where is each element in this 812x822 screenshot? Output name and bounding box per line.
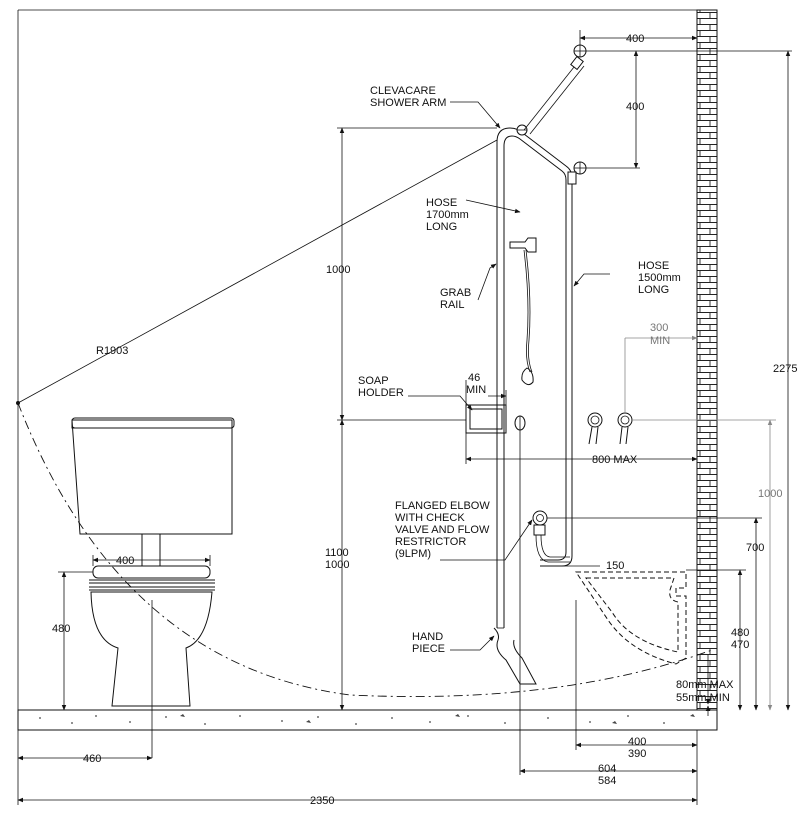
dim-2350: 2350 xyxy=(310,795,334,807)
soap-holder xyxy=(465,404,507,434)
dim-300-min: MIN xyxy=(650,335,670,347)
dim-1000-low: 1000 xyxy=(325,559,349,571)
label-grab-1: GRAB xyxy=(440,287,471,299)
dim-390-bottom: 390 xyxy=(628,748,646,760)
toilet xyxy=(71,417,235,758)
dim-300: 300 xyxy=(650,322,668,334)
dim-46-min: MIN xyxy=(466,384,486,396)
label-soap-2: HOLDER xyxy=(358,387,404,399)
dim-80mm-max: 80mm MAX xyxy=(676,679,734,691)
dim-2275: 2275 xyxy=(773,363,797,375)
dim-400-bottom: 400 xyxy=(628,736,646,748)
dim-55mm-min: 55mm MIN xyxy=(676,692,730,704)
dimension-texts: 400 400 2275 1000 46 MIN 300 MIN 800 MAX… xyxy=(52,33,797,807)
room-frame xyxy=(17,9,697,710)
dim-1000-rail: 1000 xyxy=(326,264,350,276)
dim-584: 584 xyxy=(598,775,616,787)
label-hose2-1: HOSE xyxy=(638,260,669,272)
dim-800-max: 800 MAX xyxy=(592,454,638,466)
dim-1000-grey: 1000 xyxy=(758,488,782,500)
shower-arm xyxy=(523,44,587,185)
label-hose2-3: LONG xyxy=(638,284,669,296)
dim-400-vertical: 400 xyxy=(626,101,644,113)
dim-400-top: 400 xyxy=(626,33,644,45)
label-grab-2: RAIL xyxy=(440,299,464,311)
dim-700: 700 xyxy=(746,542,764,554)
brick-wall xyxy=(696,9,718,711)
dim-470-basin: 470 xyxy=(731,639,749,651)
wash-basin xyxy=(575,571,687,665)
floor-slab xyxy=(17,709,718,731)
dim-46: 46 xyxy=(468,372,480,384)
dim-400-cistern: 400 xyxy=(116,555,134,567)
label-hand-2: PIECE xyxy=(412,643,445,655)
grab-rail xyxy=(496,124,573,629)
label-hose1-1: HOSE xyxy=(426,197,457,209)
dim-604: 604 xyxy=(598,763,616,775)
label-elbow-2: WITH CHECK xyxy=(395,512,465,524)
label-elbow-5: (9LPM) xyxy=(395,548,431,560)
label-elbow-4: RESTRICTOR xyxy=(395,536,466,548)
flanged-elbow xyxy=(532,510,570,563)
label-hose1-2: 1700mm xyxy=(426,209,469,221)
label-shower-arm-1: CLEVACARE xyxy=(370,85,436,97)
label-radius: R1903 xyxy=(96,345,128,357)
label-elbow-3: VALVE AND FLOW xyxy=(395,524,490,536)
dim-480-wc: 480 xyxy=(52,623,70,635)
label-hose1-3: LONG xyxy=(426,221,457,233)
hand-piece xyxy=(493,627,537,685)
callout-labels: CLEVACARE SHOWER ARM HOSE 1700mm LONG HO… xyxy=(96,85,681,655)
dim-1100: 1100 xyxy=(325,547,349,559)
dim-150: 150 xyxy=(606,560,624,572)
label-hand-1: HAND xyxy=(412,631,443,643)
leader-lines xyxy=(408,101,610,651)
label-elbow-1: FLANGED ELBOW xyxy=(395,500,490,512)
label-soap-1: SOAP xyxy=(358,375,389,387)
dimension-lines xyxy=(17,30,792,805)
tap-mixers xyxy=(587,412,633,445)
shower-hose xyxy=(509,237,537,431)
dim-480-basin: 480 xyxy=(731,627,749,639)
dim-460: 460 xyxy=(83,753,101,765)
label-shower-arm-2: SHOWER ARM xyxy=(370,97,446,109)
label-hose2-2: 1500mm xyxy=(638,272,681,284)
